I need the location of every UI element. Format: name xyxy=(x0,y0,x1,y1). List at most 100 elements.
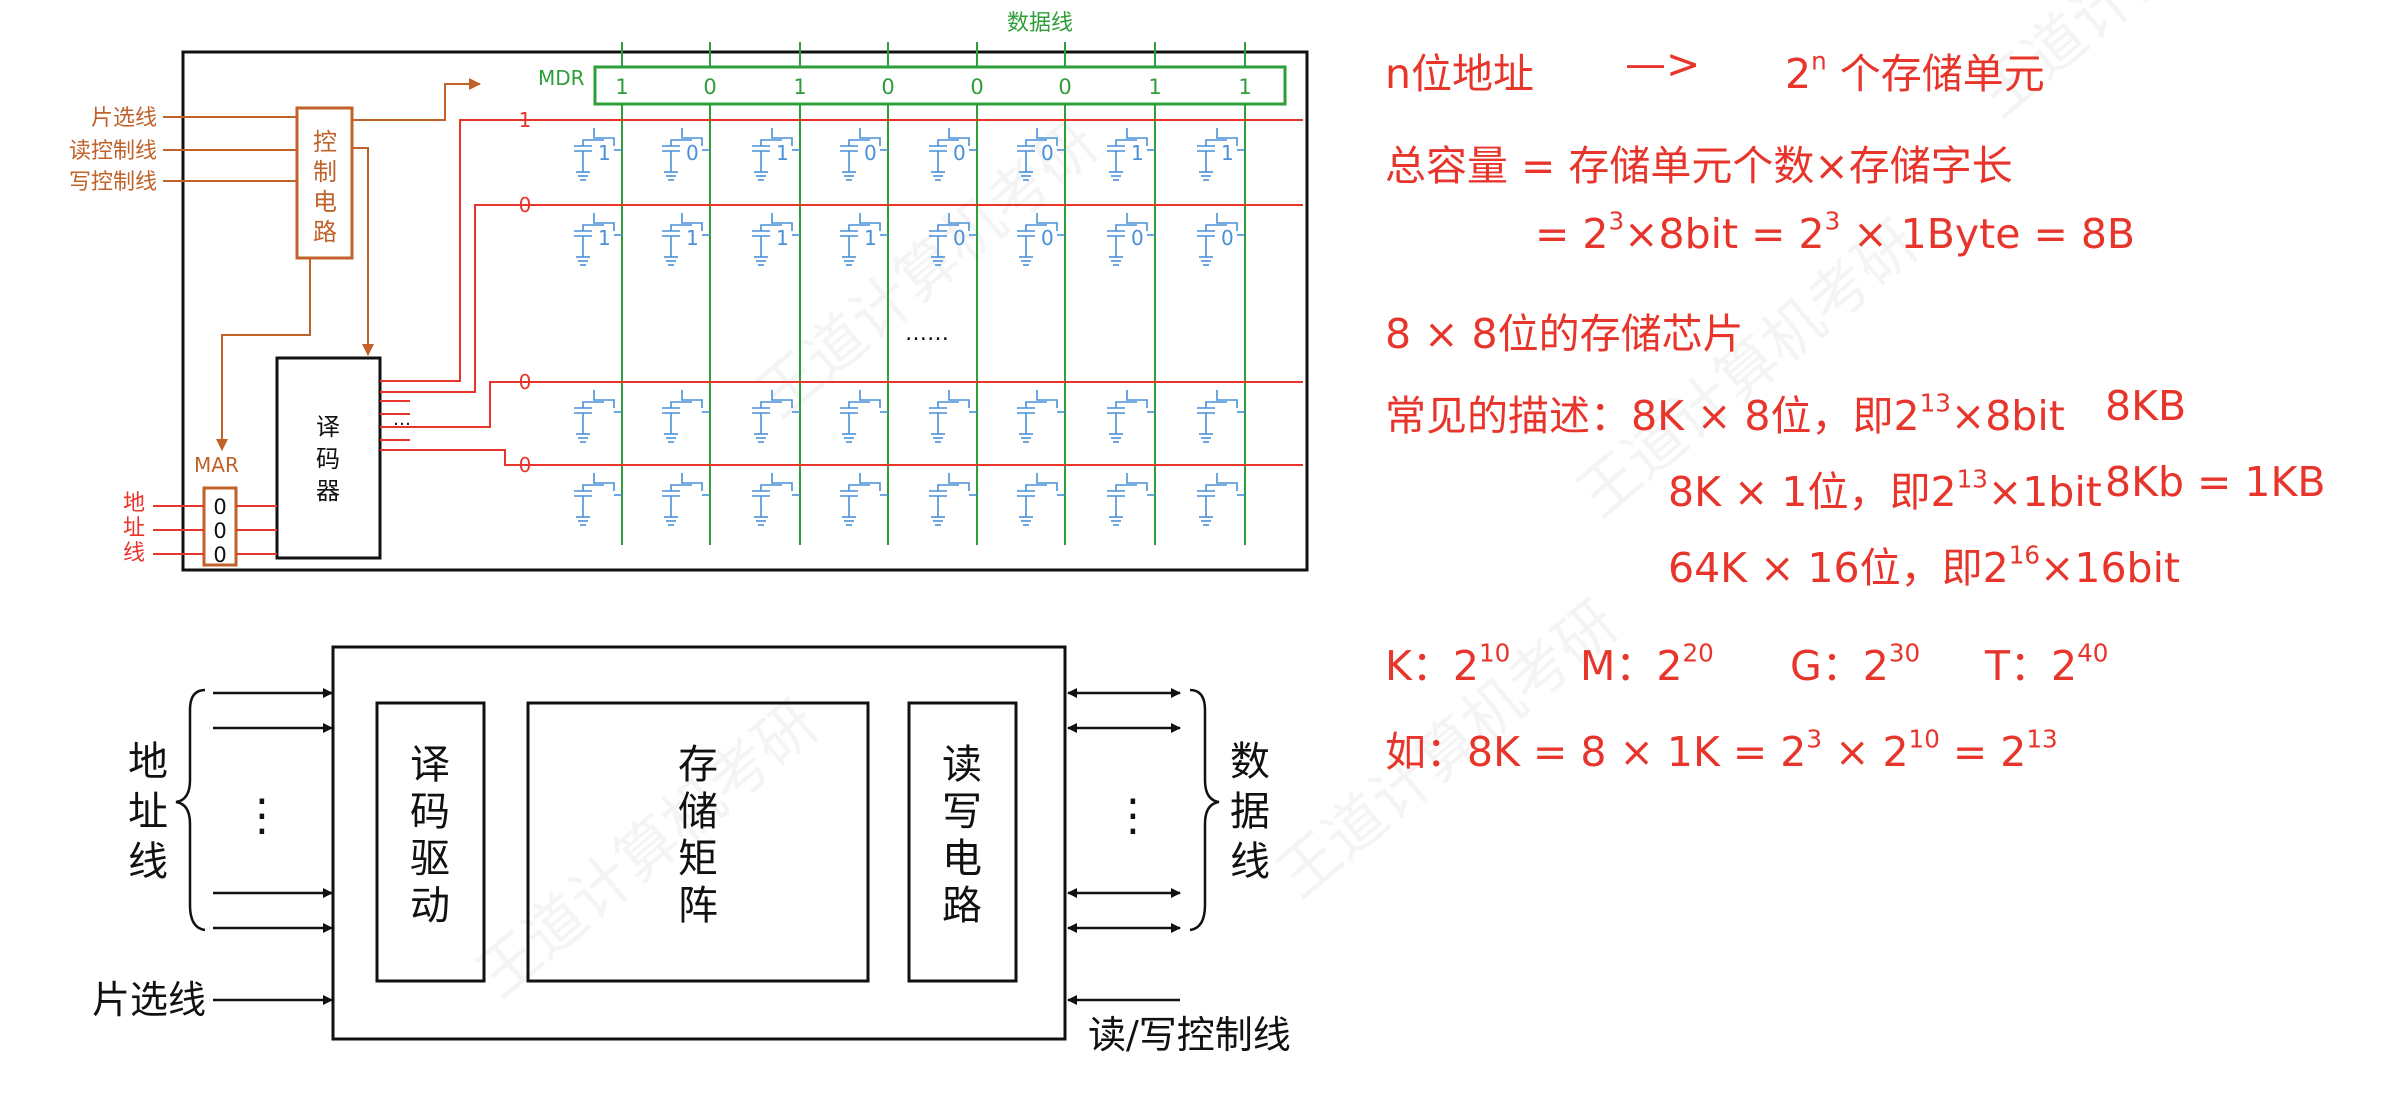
note-8x8-chip: 8 × 8位的存储芯片 xyxy=(1385,310,1744,358)
cell-value: 0 xyxy=(953,141,966,165)
cell-value: 0 xyxy=(686,141,699,165)
bottom-address-char: 地 xyxy=(128,739,168,785)
bottom-data-char: 据 xyxy=(1230,789,1270,835)
storage-cell xyxy=(1107,390,1155,443)
storage-cell xyxy=(929,473,977,526)
decode-drive-char: 码 xyxy=(410,789,450,835)
cell-value: 0 xyxy=(953,226,966,250)
decode-drive-char: 译 xyxy=(410,742,450,788)
note-n-bit-address: n位地址 xyxy=(1385,50,1534,98)
storage-cell xyxy=(752,128,800,181)
decoder-output-line xyxy=(380,381,533,428)
storage-cell xyxy=(840,128,888,181)
note-total-capacity: 总容量 = 存储单元个数×存储字长 xyxy=(1385,142,2013,190)
data-lines xyxy=(621,42,1246,545)
cell-value: 0 xyxy=(1131,226,1144,250)
middle-ellipsis: …… xyxy=(905,321,949,346)
note-example: 如：8K = 8 × 1K = 23 × 210 = 213 xyxy=(1385,724,2058,776)
data-arrows xyxy=(1067,688,1220,1005)
storage-matrix-char: 存 xyxy=(678,742,718,788)
storage-cell xyxy=(752,390,800,443)
storage-cell xyxy=(1017,213,1065,266)
storage-cell xyxy=(929,128,977,181)
address-arrows xyxy=(175,688,333,1005)
note-units: 2n 个存储单元 xyxy=(1785,46,2045,98)
storage-cell xyxy=(929,213,977,266)
control-to-decoder-line xyxy=(352,147,374,356)
note-capacity-calc: = 23×8bit = 23 × 1Byte = 8B xyxy=(1535,206,2136,258)
bottom-address-char: 线 xyxy=(128,839,168,885)
storage-cell xyxy=(1107,213,1155,266)
mdr-bit: 0 xyxy=(1058,75,1071,99)
storage-cell xyxy=(1017,473,1065,526)
data-bus-label: 数据线 xyxy=(1007,11,1073,36)
address-vdots: ⋮ xyxy=(240,790,284,841)
mdr-bit: 0 xyxy=(881,75,894,99)
cell-value: 1 xyxy=(1221,141,1234,165)
storage-cell xyxy=(1197,213,1245,266)
mdr-bit: 0 xyxy=(703,75,716,99)
signal-label: 写控制线 xyxy=(69,170,157,195)
decode-drive-char: 驱 xyxy=(410,836,450,882)
control-char: 制 xyxy=(313,158,337,186)
decoder-label: 译码器 xyxy=(316,413,340,505)
storage-cell xyxy=(574,213,622,266)
decode-drive-block xyxy=(375,701,486,983)
control-to-mdr-line xyxy=(352,78,481,121)
mdr-bit: 1 xyxy=(793,75,806,99)
decoder-char: 译 xyxy=(316,413,340,441)
storage-cell xyxy=(840,213,888,266)
decoder-outputs xyxy=(380,119,533,466)
cell-value: 1 xyxy=(864,226,877,250)
cell-value: 1 xyxy=(776,141,789,165)
bottom-data-char: 数 xyxy=(1230,739,1270,785)
mdr-bit: 1 xyxy=(1238,75,1251,99)
storage-cell xyxy=(662,213,710,266)
cell-value: 0 xyxy=(1221,226,1234,250)
storage-cell xyxy=(1197,390,1245,443)
rw-circuit-block xyxy=(907,701,1018,983)
storage-cell xyxy=(1107,128,1155,181)
mar-bit: 0 xyxy=(213,495,226,519)
rw-circuit-char: 读 xyxy=(942,742,982,788)
rw-circuit-char: 路 xyxy=(942,883,982,929)
control-char: 控 xyxy=(313,128,337,156)
storage-cell xyxy=(1107,473,1155,526)
cell-value: 0 xyxy=(1041,226,1054,250)
note-desc-8k8: 常见的描述：8K × 8位，即213×8bit 8KB xyxy=(1385,382,2187,440)
mar-bits: 000 xyxy=(153,495,277,567)
mar-bit: 0 xyxy=(213,519,226,543)
storage-cell xyxy=(574,128,622,181)
storage-matrix-char: 阵 xyxy=(678,883,718,929)
decoder-char: 码 xyxy=(316,445,340,473)
storage-cell xyxy=(929,390,977,443)
decoder-output-line xyxy=(380,119,533,382)
decoder-output-line xyxy=(380,204,533,393)
chip-border xyxy=(181,50,1309,572)
storage-cell xyxy=(662,473,710,526)
storage-matrix-block xyxy=(526,701,870,983)
storage-cell xyxy=(574,473,622,526)
note-desc-8k1: 8K × 1位，即213×1bit 8Kb = 1KB xyxy=(1668,458,2326,516)
decode-drive-char: 动 xyxy=(410,883,450,929)
storage-matrix-char: 储 xyxy=(678,789,718,835)
address-char: 址 xyxy=(123,516,145,541)
cell-value: 1 xyxy=(686,226,699,250)
storage-cell xyxy=(662,128,710,181)
mdr-register xyxy=(593,65,1287,106)
bottom-address-char: 址 xyxy=(128,789,168,835)
storage-cell xyxy=(662,390,710,443)
decoder-output-line xyxy=(380,449,533,466)
storage-cell xyxy=(752,473,800,526)
mdr-label: MDR xyxy=(538,66,585,90)
address-char: 线 xyxy=(123,541,145,566)
rw-circuit-char: 写 xyxy=(942,789,982,835)
cell-value: 1 xyxy=(598,141,611,165)
note-arrow: —> xyxy=(1625,40,1701,88)
rw-control-label: 读/写控制线 xyxy=(1088,1013,1291,1057)
